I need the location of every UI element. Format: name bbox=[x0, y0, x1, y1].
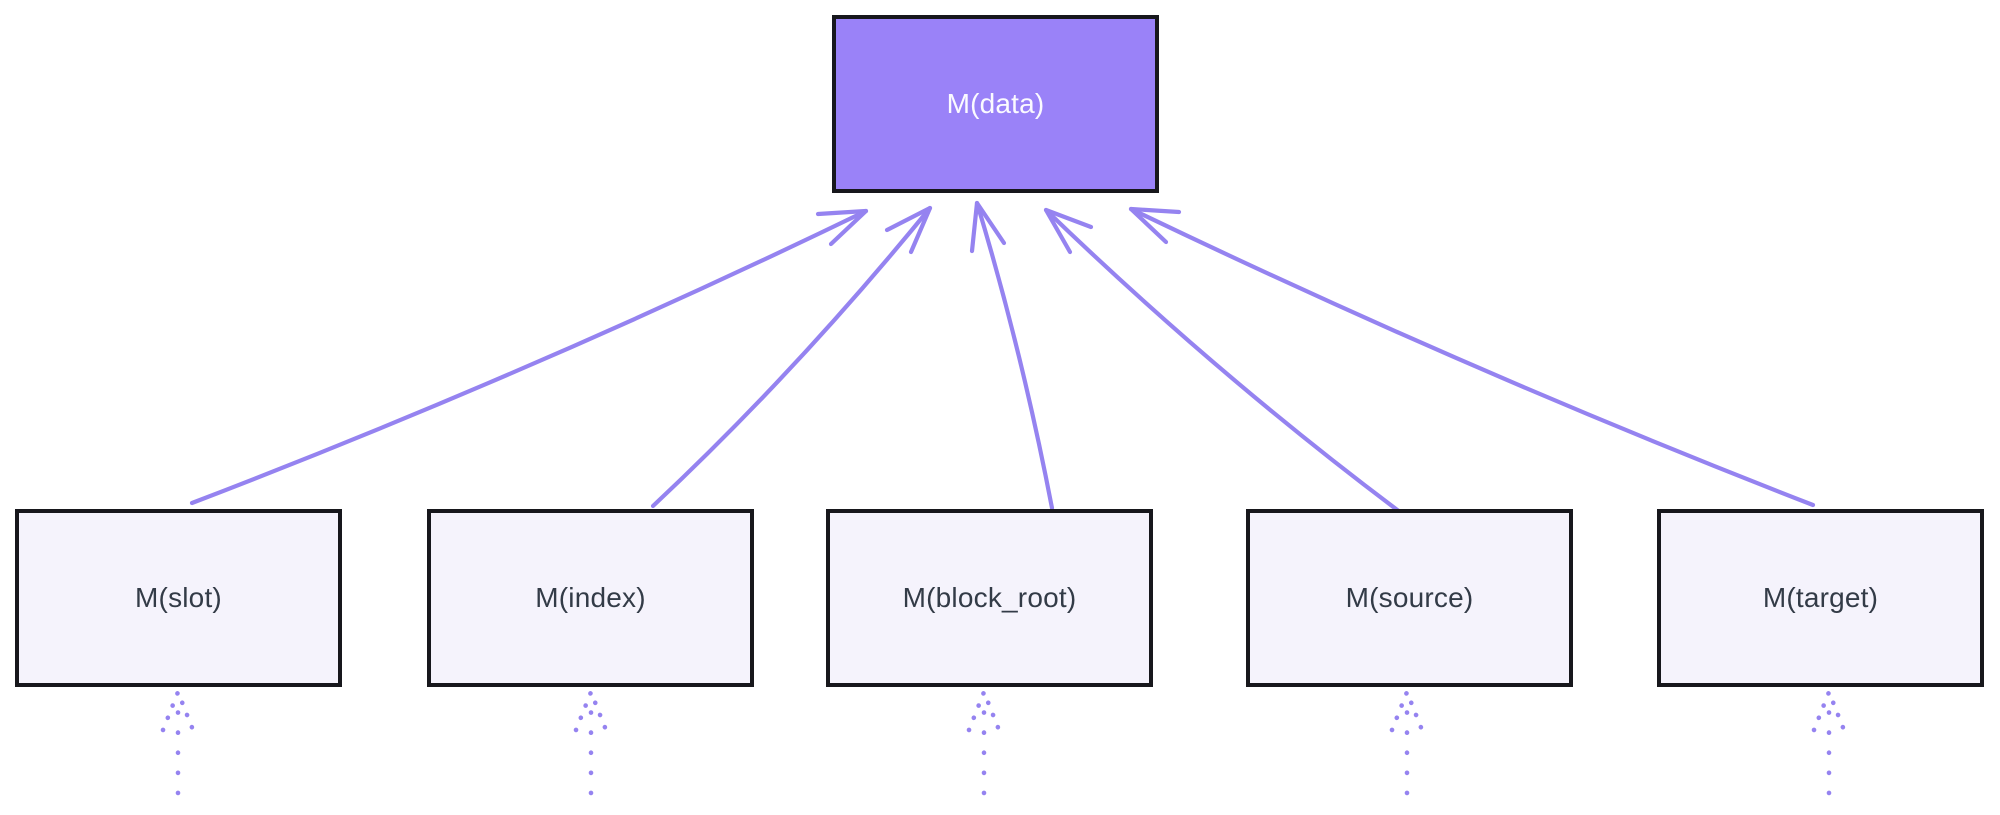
node-m-data-label: M(data) bbox=[946, 88, 1045, 119]
arrow-target-to-data bbox=[1128, 206, 1816, 508]
node-m-block-root-label: M(block_root) bbox=[902, 582, 1077, 613]
node-m-target-label: M(target) bbox=[1762, 582, 1879, 613]
arrow-source-to-data bbox=[1043, 207, 1403, 515]
dotted-arrow-into-block-root bbox=[966, 689, 1002, 796]
node-m-source: M(source) bbox=[1246, 509, 1573, 687]
node-m-target: M(target) bbox=[1657, 509, 1984, 687]
node-m-index-label: M(index) bbox=[535, 582, 646, 613]
node-m-slot: M(slot) bbox=[15, 509, 342, 687]
arrow-slot-to-data bbox=[189, 208, 869, 506]
node-m-source-label: M(source) bbox=[1345, 582, 1474, 613]
node-m-index: M(index) bbox=[427, 509, 754, 687]
arrow-block-root-to-data bbox=[969, 200, 1055, 511]
arrow-index-to-data bbox=[650, 205, 933, 509]
dotted-arrow-into-source bbox=[1389, 689, 1425, 796]
dotted-arrow-into-index bbox=[573, 689, 609, 796]
node-m-data: M(data) bbox=[832, 15, 1159, 193]
dotted-arrow-into-target bbox=[1811, 689, 1847, 796]
node-m-slot-label: M(slot) bbox=[135, 582, 222, 613]
node-m-block-root: M(block_root) bbox=[826, 509, 1153, 687]
dotted-arrow-into-slot bbox=[160, 689, 196, 796]
